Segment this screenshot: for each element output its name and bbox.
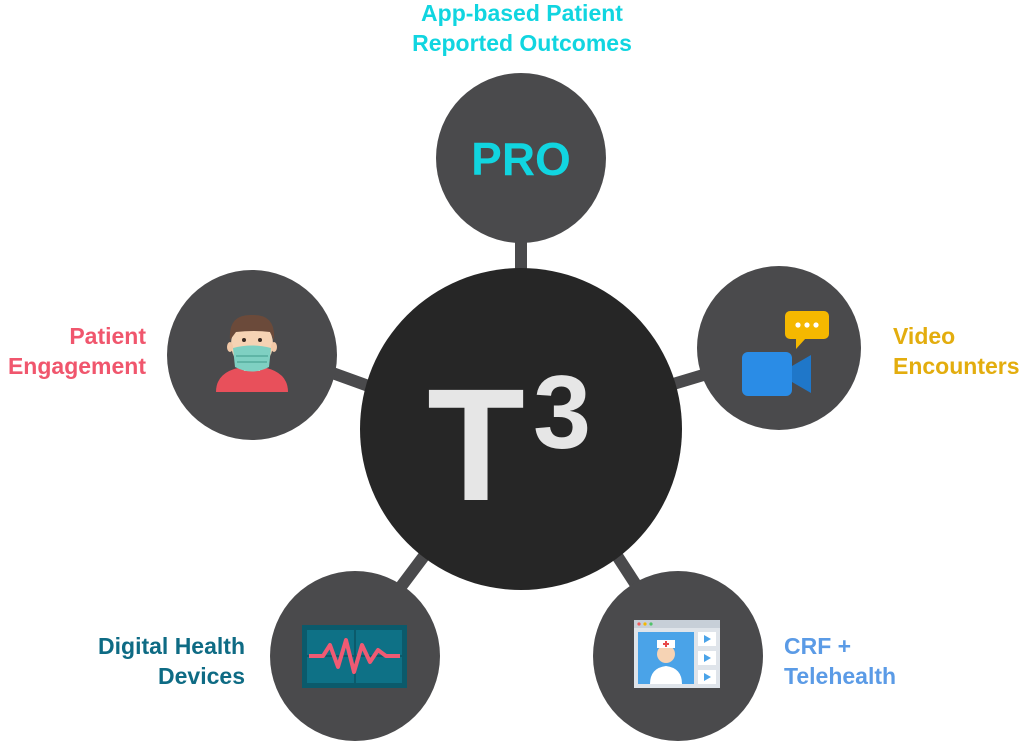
pro-badge: PRO — [471, 133, 571, 185]
video-camera-chat-icon — [742, 311, 829, 396]
masked-patient-icon — [216, 314, 288, 392]
node-patient — [167, 270, 337, 440]
label-patient-line-2: Engagement — [7, 353, 146, 379]
node-video — [697, 266, 861, 430]
hub-circle — [360, 268, 682, 590]
label-digital-health-devices: Digital Health Devices — [60, 631, 245, 691]
node-pro: PRO — [436, 73, 606, 243]
label-video-line-2: Encounters — [893, 353, 1020, 379]
label-patient-engagement: Patient Engagement — [0, 321, 146, 381]
telehealth-screen-icon — [634, 620, 720, 688]
label-crf-telehealth: CRF + Telehealth — [784, 631, 944, 691]
hub: T 3 — [360, 268, 682, 590]
hub-title: T — [427, 355, 525, 534]
label-video-line-1: Video — [893, 323, 956, 349]
node-crf — [593, 571, 763, 741]
label-crf-line-2: Telehealth — [784, 663, 897, 689]
label-digital-line-2: Devices — [158, 663, 245, 689]
hub-superscript: 3 — [533, 355, 591, 471]
label-patient-line-1: Patient — [69, 323, 146, 349]
label-video-encounters: Video Encounters — [893, 321, 1024, 381]
label-crf-line-1: CRF + — [784, 633, 852, 659]
node-digital — [270, 571, 440, 741]
label-pro: App-based Patient Reported Outcomes — [362, 0, 682, 58]
label-pro-line-1: App-based Patient — [421, 0, 623, 26]
label-pro-line-2: Reported Outcomes — [412, 30, 632, 56]
node-pro-circle — [436, 73, 606, 243]
node-video-circle — [697, 266, 861, 430]
label-digital-line-1: Digital Health — [98, 633, 245, 659]
heart-rate-monitor-icon — [302, 625, 407, 688]
